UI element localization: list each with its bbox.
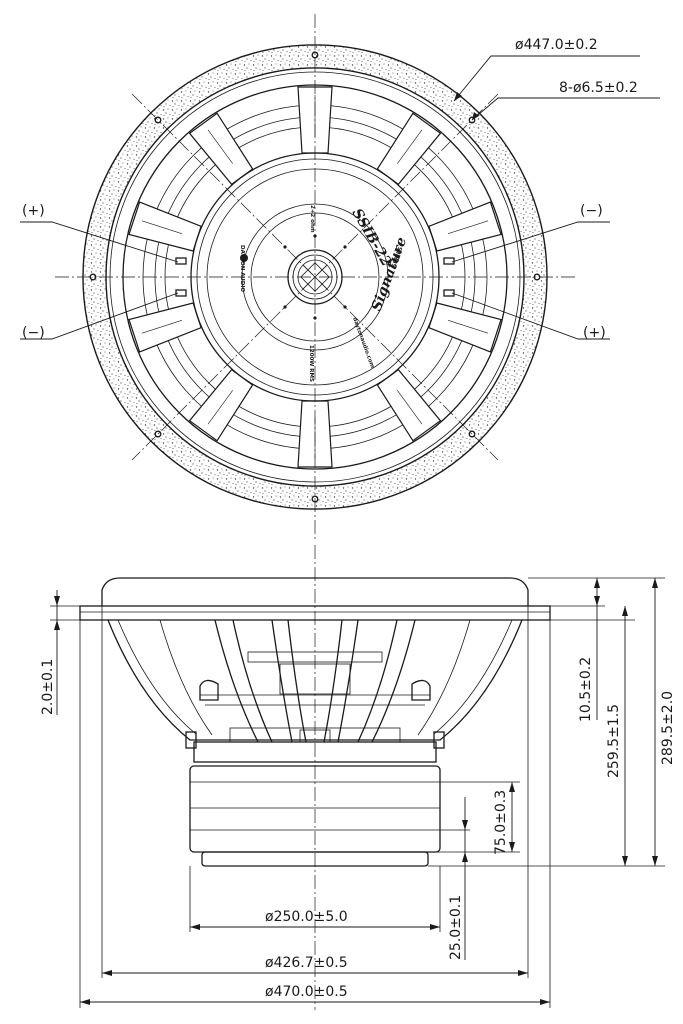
terminal-left-top <box>175 257 187 265</box>
dim-10-label: 10.5±0.2 <box>578 657 594 722</box>
power-text: 1200W RMS <box>308 345 314 382</box>
terminal-left <box>185 731 197 749</box>
dim-259-label: 259.5±1.5 <box>606 704 622 778</box>
terminal-right <box>433 731 445 749</box>
terminal-right-top <box>443 257 455 265</box>
basket-spoke-ridge <box>207 390 233 425</box>
web-text: daytonaudio.com <box>351 317 375 370</box>
holes-leader <box>471 97 660 121</box>
mounting-holes <box>89 51 541 503</box>
basket-spoke-ridge <box>207 129 233 164</box>
polarity-right-bottom: (+) <box>583 325 606 341</box>
basket-spoke-ridge <box>448 320 489 334</box>
dim-2-label: 2.0±0.1 <box>40 659 56 715</box>
dim-25-label: 25.0±0.1 <box>448 895 464 960</box>
basket-spoke-ridge <box>141 220 182 234</box>
polarity-right-top: (−) <box>580 203 603 219</box>
dia-426-label: ø426.7±0.5 <box>265 955 348 971</box>
basket-spoke <box>128 302 202 353</box>
dim-75-label: 75.0±0.3 <box>493 790 509 855</box>
holes-label: 8-ø6.5±0.2 <box>559 80 638 96</box>
basket-spoke <box>128 201 202 252</box>
dia-447-leader <box>453 55 640 102</box>
top-view: ø447.0±0.2 8-ø6.5±0.2 (+) (−) (−) (+) SS… <box>20 14 660 540</box>
side-view: 289.5±2.0 259.5±1.5 10.5±0.2 75.0±0.3 25… <box>40 545 676 1010</box>
impedance-text: 2+2 ohm <box>309 205 315 233</box>
basket-spoke-ridge <box>397 390 423 425</box>
dia-447-label: ø447.0±0.2 <box>515 37 598 53</box>
terminal-left-bottom <box>175 289 187 297</box>
dia-470-label: ø470.0±0.5 <box>265 984 348 1000</box>
basket-spoke-ridge <box>397 129 423 164</box>
polarity-left-bottom: (−) <box>22 325 45 341</box>
basket-spoke-ridge <box>141 320 182 334</box>
dia-250-label: ø250.0±5.0 <box>265 909 348 925</box>
basket-spoke <box>428 302 502 353</box>
terminal-right-bottom <box>443 289 455 297</box>
dim-289-label: 289.5±2.0 <box>660 691 676 765</box>
brand-text: DAYTON AUDIO <box>239 245 245 292</box>
basket-spoke <box>428 201 502 252</box>
motor-screw-holes <box>283 234 347 320</box>
basket-spoke-ridge <box>448 220 489 234</box>
basket-spokes <box>128 86 502 468</box>
polarity-left-top: (+) <box>22 203 45 219</box>
